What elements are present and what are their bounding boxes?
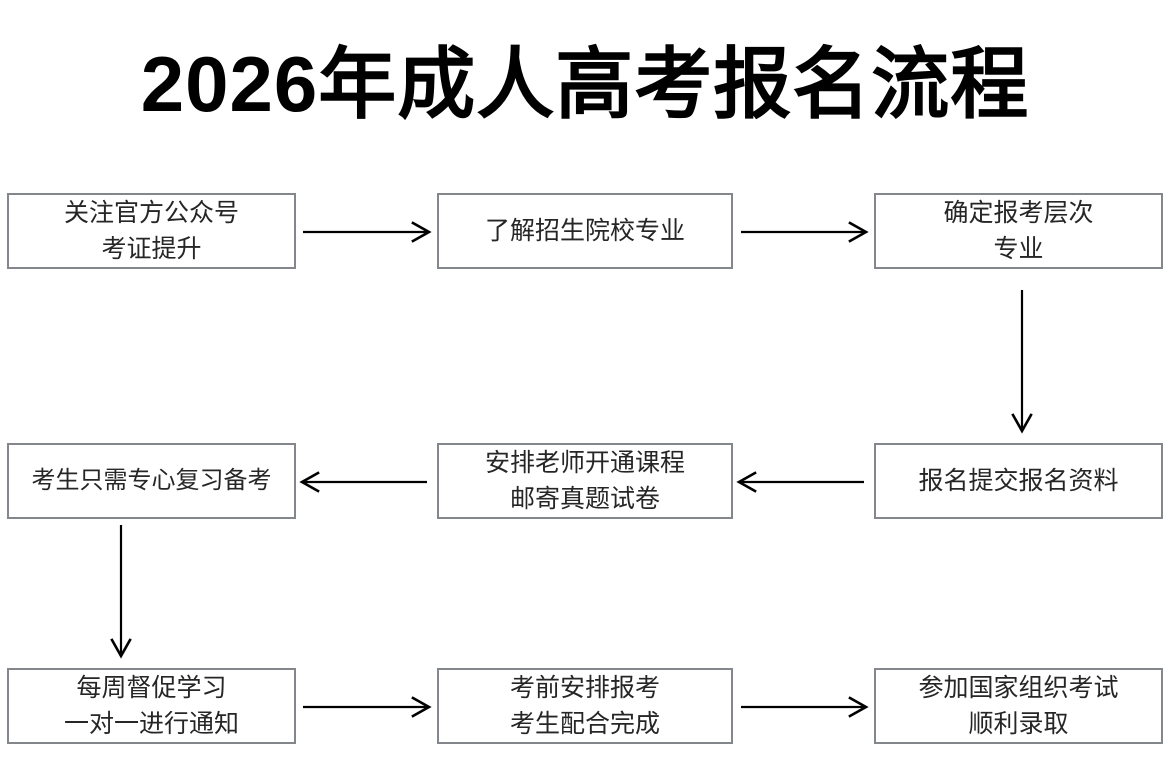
flow-node-n1-line1: 关注官方公众号 (63, 199, 239, 227)
arrow-n8-to-n9 (741, 696, 869, 718)
flow-node-n3-line2: 专业 (993, 235, 1044, 263)
flow-node-n5-line2: 邮寄真题试卷 (509, 485, 660, 513)
flow-node-n3-line1: 确定报考层次 (943, 199, 1094, 227)
arrow-n3-to-n6 (1011, 290, 1033, 434)
flow-node-n9-line1: 参加国家组织考试 (918, 674, 1119, 702)
arrow-n1-to-n2 (303, 221, 432, 243)
flow-node-n4[interactable]: 考生只需专心复习备考 (7, 443, 296, 519)
flow-node-n8-line2: 考生配合完成 (509, 710, 660, 738)
flow-node-n7-line2: 一对一进行通知 (63, 710, 239, 738)
flow-node-n7[interactable]: 每周督促学习 一对一进行通知 (7, 668, 296, 744)
flow-node-n6[interactable]: 报名提交报名资料 (874, 443, 1163, 519)
flow-node-n4-line1: 考生只需专心复习备考 (31, 467, 272, 494)
flow-node-n1[interactable]: 关注官方公众号 考证提升 (7, 193, 296, 269)
arrow-n2-to-n3 (741, 221, 869, 243)
flow-node-n8[interactable]: 考前安排报考 考生配合完成 (437, 668, 733, 744)
flow-node-n8-line1: 考前安排报考 (509, 674, 660, 702)
arrow-n5-to-n4 (299, 471, 427, 493)
flow-node-n3[interactable]: 确定报考层次 专业 (874, 193, 1163, 269)
flow-node-n2[interactable]: 了解招生院校专业 (437, 193, 733, 269)
arrow-n4-to-n7 (110, 525, 132, 659)
page-title: 2026年成人高考报名流程 (140, 40, 1030, 128)
flow-node-n7-line1: 每周督促学习 (76, 674, 227, 702)
arrow-n6-to-n5 (736, 471, 864, 493)
flow-node-n9-line2: 顺利录取 (968, 710, 1069, 738)
flow-node-n1-line2: 考证提升 (101, 235, 202, 263)
flow-node-n6-line1: 报名提交报名资料 (918, 467, 1119, 495)
flow-node-n5[interactable]: 安排老师开通课程 邮寄真题试卷 (437, 443, 733, 519)
flow-node-n5-line1: 安排老师开通课程 (484, 449, 685, 477)
arrow-n7-to-n8 (303, 696, 432, 718)
flow-node-n2-line1: 了解招生院校专业 (484, 217, 685, 245)
flow-node-n9[interactable]: 参加国家组织考试 顺利录取 (874, 668, 1163, 744)
